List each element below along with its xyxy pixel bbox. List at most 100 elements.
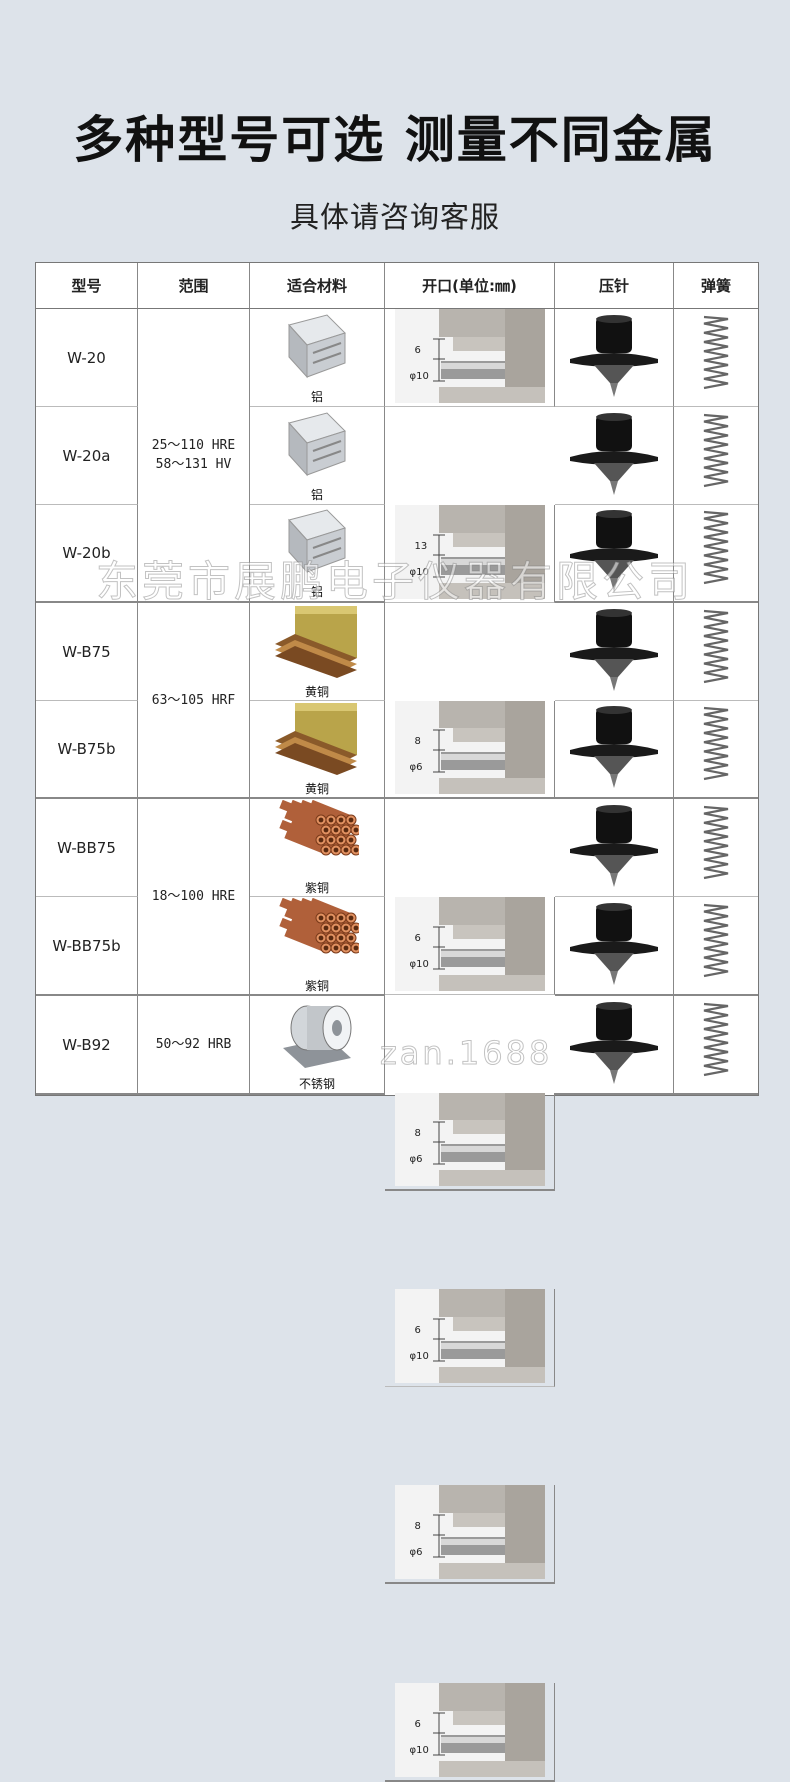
needle-cell (555, 701, 674, 799)
opening-diagram: 13 φ10 (394, 505, 545, 602)
spring-cell (674, 309, 758, 407)
spring-image (688, 607, 744, 697)
material-label: 铝 (310, 389, 323, 404)
needle-cell (555, 897, 674, 996)
material-label: 紫铜 (304, 978, 329, 993)
needle-cell (555, 996, 674, 1095)
needle-image (566, 901, 662, 991)
spring-image (688, 901, 744, 991)
spring-cell (674, 996, 758, 1095)
material-label: 紫铜 (304, 880, 329, 895)
range-cell: 63～105 HRF (138, 603, 250, 799)
model-cell: W-20b (36, 505, 138, 603)
spring-cell (674, 603, 758, 701)
opening-diagram: 8 φ6 (394, 701, 545, 797)
material-image (279, 998, 355, 1074)
opening-diameter-label: φ10 (409, 566, 429, 578)
opening-diagram: 8 φ6 (394, 1485, 545, 1582)
model-cell: W-BB75b (36, 897, 138, 996)
range-cell: 25～110 HRE 58～131 HV (138, 309, 250, 603)
model-cell: W-20 (36, 309, 138, 407)
opening-diameter-label: φ10 (409, 958, 429, 970)
opening-height-label: 6 (414, 1718, 421, 1730)
spring-image (688, 803, 744, 893)
needle-image (566, 411, 662, 501)
model-cell: W-B92 (36, 996, 138, 1095)
needle-image (566, 803, 662, 893)
material-cell: 铝 (250, 407, 385, 505)
needle-cell (555, 603, 674, 701)
opening-cell: 8 φ6 (385, 1485, 555, 1584)
needle-cell (555, 505, 674, 603)
opening-height-label: 8 (414, 736, 421, 747)
opening-diameter-label: φ6 (409, 762, 423, 773)
opening-diameter-label: φ6 (409, 1546, 423, 1558)
page-title: 多种型号可选 测量不同金属 (73, 111, 717, 169)
needle-image (566, 704, 662, 794)
material-cell: 紫铜 (250, 799, 385, 897)
page-subtitle: 具体请咨询客服 (289, 200, 500, 234)
opening-diameter-label: φ10 (409, 1350, 429, 1362)
material-label: 铝 (310, 585, 323, 599)
opening-diameter-label: φ10 (409, 1744, 429, 1756)
range-cell: 18～100 HRE (138, 799, 250, 996)
opening-diagram: 6 φ10 (394, 309, 545, 406)
material-image (279, 506, 355, 582)
material-image (275, 799, 362, 878)
opening-diameter-label: φ10 (409, 370, 429, 382)
needle-image (566, 508, 662, 598)
material-image (275, 701, 359, 779)
header-cell: 开口(单位:㎜) (385, 263, 555, 309)
needle-image (566, 1000, 662, 1090)
material-cell: 紫铜 (250, 897, 385, 996)
header-cell: 弹簧 (674, 263, 758, 309)
header-cell: 适合材料 (250, 263, 385, 309)
model-cell: W-BB75 (36, 799, 138, 897)
material-cell: 不锈钢 (250, 996, 385, 1095)
opening-cell: 6 φ10 (385, 897, 555, 995)
material-image (275, 604, 359, 682)
opening-cell: 8 φ6 (385, 701, 555, 799)
spring-image (688, 704, 744, 794)
material-label: 铝 (310, 487, 323, 502)
spring-image (688, 508, 744, 598)
needle-cell (555, 799, 674, 897)
material-image (275, 897, 362, 976)
spring-cell (674, 701, 758, 799)
material-label: 黄铜 (304, 684, 329, 699)
opening-diagram: 6 φ10 (394, 897, 545, 994)
needle-image (566, 313, 662, 403)
opening-height-label: 6 (414, 932, 421, 944)
opening-diagram: 6 φ10 (394, 1683, 545, 1780)
material-label: 不锈钢 (298, 1076, 335, 1091)
header-cell: 范围 (138, 263, 250, 309)
material-image (279, 409, 355, 485)
opening-height-label: 6 (414, 344, 421, 356)
material-image (279, 311, 355, 387)
material-cell: 铝 (250, 505, 385, 603)
spring-image (688, 1000, 744, 1090)
opening-height-label: 8 (414, 1520, 421, 1532)
needle-cell (555, 407, 674, 505)
opening-cell: 13 φ10 (385, 505, 555, 603)
spring-image (688, 411, 744, 501)
header-cell: 型号 (36, 263, 138, 309)
spring-cell (674, 897, 758, 996)
opening-cell: 6 φ10 (385, 309, 555, 407)
spring-image (688, 313, 744, 403)
range-cell: 50～92 HRB (138, 996, 250, 1095)
opening-diameter-label: φ6 (409, 1154, 423, 1165)
model-cell: W-20a (36, 407, 138, 505)
header-cell: 压针 (555, 263, 674, 309)
material-cell: 黄铜 (250, 603, 385, 701)
opening-height-label: 13 (414, 540, 428, 552)
material-cell: 铝 (250, 309, 385, 407)
opening-cell: 6 φ10 (385, 1683, 555, 1782)
model-cell: W-B75b (36, 701, 138, 799)
spring-cell (674, 799, 758, 897)
